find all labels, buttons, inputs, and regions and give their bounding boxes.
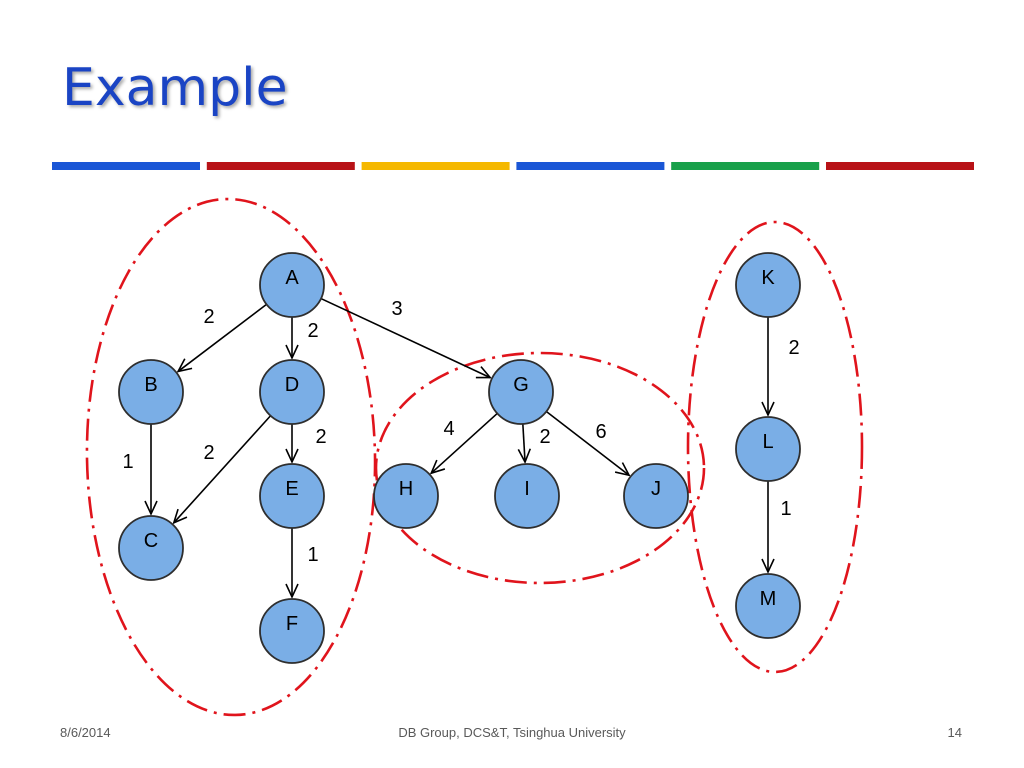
node-E: E — [259, 463, 325, 529]
edge-L-M — [761, 481, 775, 574]
footer-date: 8/6/2014 — [60, 725, 111, 740]
node-circle-K — [735, 252, 801, 318]
edge-weight-B-C: 1 — [122, 451, 133, 473]
node-M: M — [735, 573, 801, 639]
node-D: D — [259, 359, 325, 425]
node-label-C: C — [144, 530, 158, 552]
node-label-I: I — [524, 478, 530, 500]
node-K: K — [735, 252, 801, 318]
edge-E-F — [285, 528, 299, 599]
node-label-M: M — [760, 588, 777, 610]
node-circle-I — [494, 463, 560, 529]
node-circle-M — [735, 573, 801, 639]
node-F: F — [259, 598, 325, 664]
edge-weight-A-G: 3 — [391, 298, 402, 320]
node-label-J: J — [651, 478, 661, 500]
edge-weight-D-C: 2 — [203, 442, 214, 464]
node-circle-B — [118, 359, 184, 425]
edge-weight-G-H: 4 — [443, 418, 454, 440]
edge-weight-K-L: 2 — [788, 337, 799, 359]
footer-organization: DB Group, DCS&T, Tsinghua University — [398, 725, 626, 740]
node-J: J — [623, 463, 689, 529]
edge-A-D — [285, 317, 299, 360]
node-circle-G — [488, 359, 554, 425]
divider-segment-6 — [826, 162, 974, 170]
edge-G-J — [545, 410, 631, 477]
edge-weight-E-F: 1 — [307, 544, 318, 566]
node-A: A — [259, 252, 325, 318]
node-B: B — [118, 359, 184, 425]
node-I: I — [494, 463, 560, 529]
slide-title: Example — [62, 58, 288, 118]
node-C: C — [118, 515, 184, 581]
edge-G-I — [517, 423, 532, 464]
node-circle-J — [623, 463, 689, 529]
node-circle-H — [373, 463, 439, 529]
edge-D-E — [285, 424, 299, 464]
edge-weight-L-M: 1 — [780, 498, 791, 520]
cluster-3-ellipse — [686, 220, 864, 674]
node-label-H: H — [399, 478, 413, 500]
node-label-F: F — [286, 613, 298, 635]
edge-A-B — [176, 303, 267, 373]
node-circle-L — [735, 416, 801, 482]
node-circle-F — [259, 598, 325, 664]
node-circle-C — [118, 515, 184, 581]
divider-segment-2 — [206, 162, 355, 170]
node-H: H — [373, 463, 439, 529]
edge-D-C — [172, 415, 272, 525]
node-circle-A — [259, 252, 325, 318]
page-number: 14 — [947, 725, 962, 740]
node-label-K: K — [761, 267, 775, 289]
title-divider-bar — [52, 162, 974, 170]
edge-B-C — [144, 424, 158, 516]
node-label-A: A — [285, 267, 299, 289]
divider-segment-3 — [361, 162, 510, 170]
edge-weight-A-B: 2 — [203, 306, 214, 328]
edge-weight-A-D: 2 — [307, 320, 318, 342]
edge-G-H — [429, 412, 498, 475]
node-label-B: B — [144, 374, 157, 396]
edge-A-G — [320, 297, 492, 379]
node-label-G: G — [513, 374, 529, 396]
divider-segment-5 — [671, 162, 820, 170]
node-label-D: D — [285, 374, 299, 396]
node-label-L: L — [762, 431, 773, 453]
node-G: G — [488, 359, 554, 425]
cluster-2-ellipse — [374, 351, 706, 585]
divider-segment-4 — [516, 162, 665, 170]
edge-weight-D-E: 2 — [315, 426, 326, 448]
node-circle-E — [259, 463, 325, 529]
edge-weight-G-I: 2 — [539, 426, 550, 448]
node-L: L — [735, 416, 801, 482]
divider-segment-1 — [52, 162, 200, 170]
node-circle-D — [259, 359, 325, 425]
node-label-E: E — [285, 478, 298, 500]
cluster-1-ellipse — [85, 197, 377, 717]
edge-K-L — [761, 317, 775, 417]
edge-weight-G-J: 6 — [595, 421, 606, 443]
